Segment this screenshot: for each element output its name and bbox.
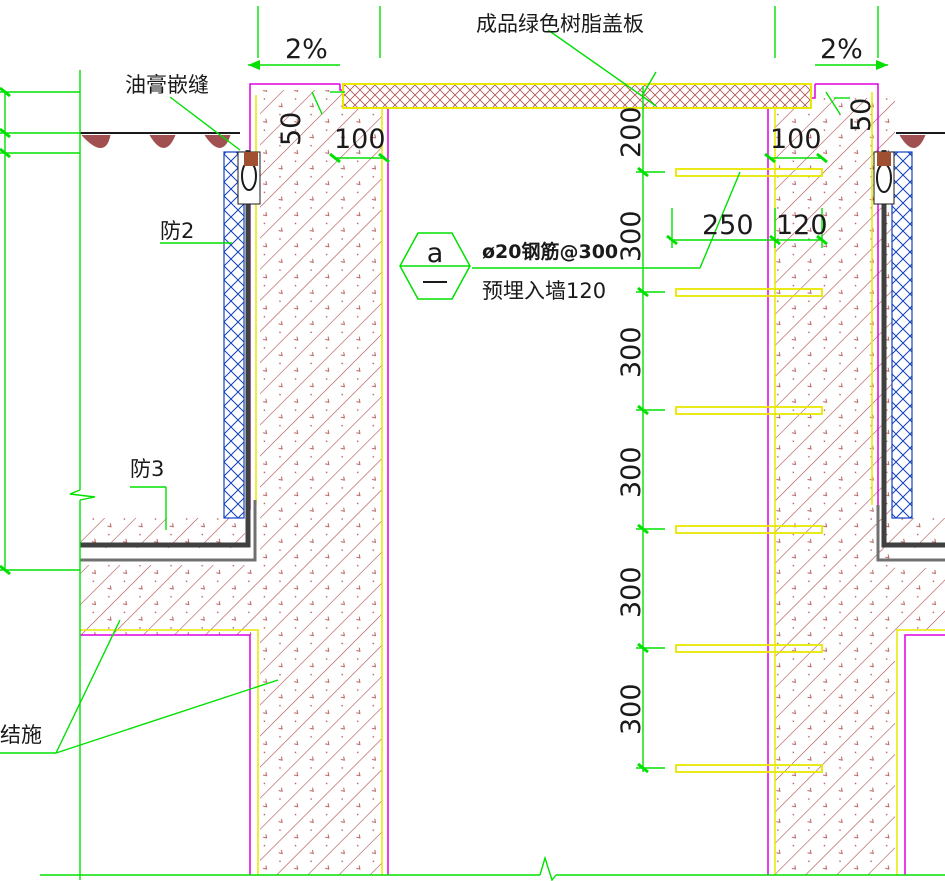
- slope-right-text: 2%: [820, 34, 863, 65]
- left-waterproof-layer: [80, 150, 261, 562]
- dim-300-4-text: 300: [616, 566, 647, 618]
- rebar-spec-label: ø20钢筋@300: [482, 240, 618, 263]
- dim-300-3-text: 300: [616, 446, 647, 498]
- dim-120-text: 120: [776, 210, 828, 241]
- waterproof-2-label: 防2: [160, 219, 194, 243]
- structure-label: 结施: [0, 723, 42, 747]
- dim-100-right-text: 100: [770, 124, 822, 155]
- dim-100-left-text: 100: [334, 124, 386, 155]
- dim-300-1-text: 300: [616, 210, 647, 262]
- left-soil-line: [80, 132, 240, 148]
- dim-50-left-text: 50: [276, 112, 307, 146]
- dimension-arrows: [248, 60, 888, 70]
- section-mark-label: a: [427, 238, 444, 269]
- right-soil-line: [896, 132, 945, 148]
- right-concrete-wall: [767, 83, 945, 875]
- slope-left-text: 2%: [285, 34, 328, 65]
- right-waterproof-layer: [873, 150, 945, 562]
- dim-250-text: 250: [702, 210, 754, 241]
- embed-spec-label: 预埋入墙120: [482, 279, 606, 303]
- dimension-lines: [0, 6, 945, 881]
- resin-cover-plate: [342, 83, 812, 109]
- section-symbol: a: [399, 232, 471, 300]
- sealant-label: 油膏嵌缝: [125, 73, 209, 97]
- dim-200-text: 200: [616, 106, 647, 158]
- rebar-rungs: [675, 168, 823, 773]
- waterproof-3-label: 防3: [130, 457, 164, 481]
- dimension-ticks: [0, 86, 828, 774]
- cover-plate-label: 成品绿色树脂盖板: [476, 12, 644, 36]
- dim-50-right-text: 50: [846, 98, 877, 132]
- dim-300-2-text: 300: [616, 326, 647, 378]
- dim-300-5-text: 300: [616, 683, 647, 735]
